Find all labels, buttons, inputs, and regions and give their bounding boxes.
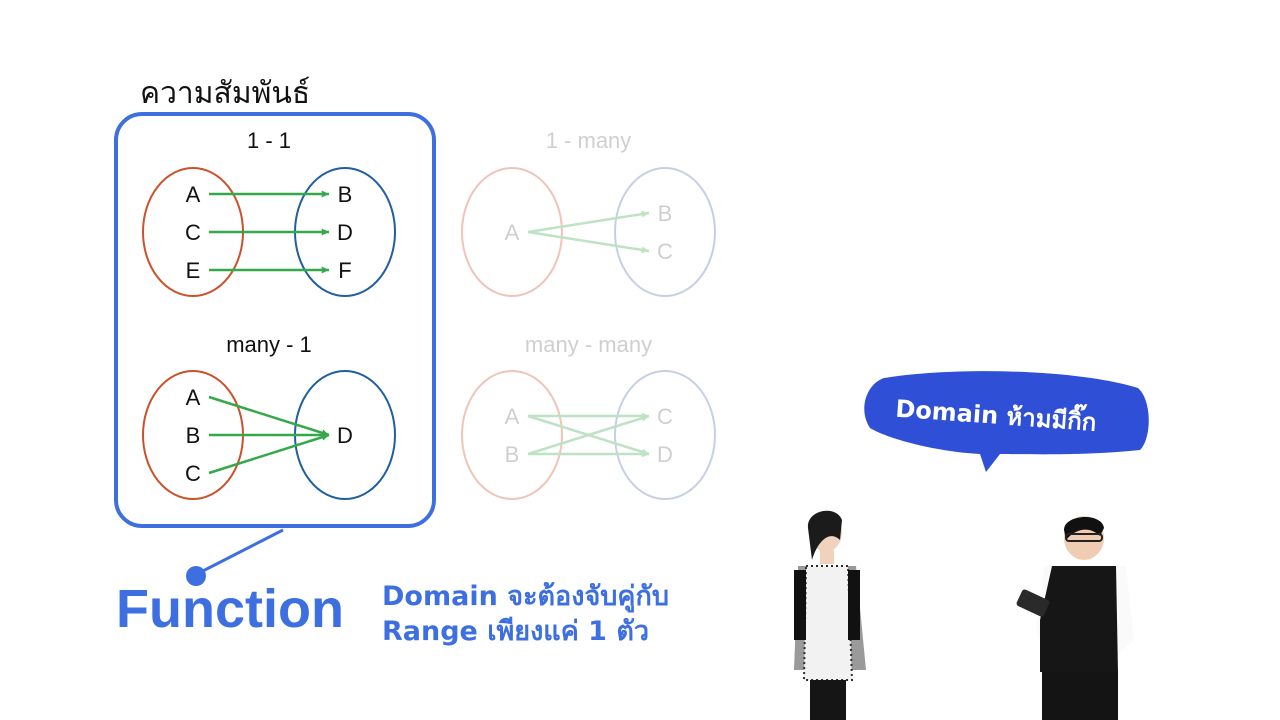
arrow-head — [321, 228, 329, 236]
mapping-arrow — [527, 414, 650, 456]
arrow-head — [641, 450, 649, 458]
arrow-head — [321, 190, 329, 198]
diagram-many-to-one: many - 1 ABC D — [142, 332, 396, 500]
diagram-title: 1 - 1 — [247, 128, 291, 153]
domain-oval — [461, 370, 563, 500]
function-title: Function — [116, 579, 344, 639]
range-element: C — [657, 404, 673, 429]
range-element: C — [657, 239, 673, 264]
presenter-right — [1016, 516, 1134, 720]
mapping-arrow — [208, 433, 330, 475]
domain-element: A — [186, 182, 201, 207]
presenter-left — [794, 510, 866, 720]
diagram-one-to-one: 1 - 1 ACE BDF — [142, 128, 396, 297]
domain-element: C — [185, 461, 201, 486]
range-element: D — [657, 442, 673, 467]
domain-element: C — [185, 220, 201, 245]
function-frame — [114, 112, 436, 528]
speech-bubble: Domain ห้ามมีกิ๊ก — [864, 371, 1149, 472]
domain-oval — [461, 167, 563, 297]
function-connector-dot — [186, 566, 206, 586]
domain-element: B — [505, 442, 520, 467]
domain-element: A — [186, 385, 201, 410]
domain-element: B — [186, 423, 201, 448]
function-description-line2: Range เพียงแค่ 1 ตัว — [382, 616, 649, 647]
diagram-title: many - 1 — [226, 332, 312, 357]
range-oval — [614, 167, 716, 297]
arrow-head — [321, 266, 329, 274]
diagram-title: many - many — [525, 332, 652, 357]
mapping-arrow — [527, 211, 650, 234]
range-element: F — [338, 258, 351, 283]
arrow-head — [641, 414, 649, 422]
relations-heading: ความสัมพันธ์ — [140, 76, 310, 111]
arrow-head — [641, 210, 649, 218]
range-element: B — [338, 182, 353, 207]
mapping-arrow — [208, 395, 330, 437]
presenters — [794, 510, 1134, 720]
domain-element: A — [505, 220, 520, 245]
range-element: B — [658, 201, 673, 226]
range-element: D — [337, 220, 353, 245]
range-element: D — [337, 423, 353, 448]
domain-element: E — [186, 258, 201, 283]
mapping-arrow — [527, 230, 650, 253]
arrow-head — [321, 433, 329, 441]
arrow-head — [641, 246, 649, 254]
domain-element: A — [505, 404, 520, 429]
function-description-line1: Domain จะต้องจับคู่กับ — [382, 581, 669, 613]
function-connector-line — [196, 528, 284, 576]
diagram-title: 1 - many — [546, 128, 632, 153]
range-oval — [614, 370, 716, 500]
